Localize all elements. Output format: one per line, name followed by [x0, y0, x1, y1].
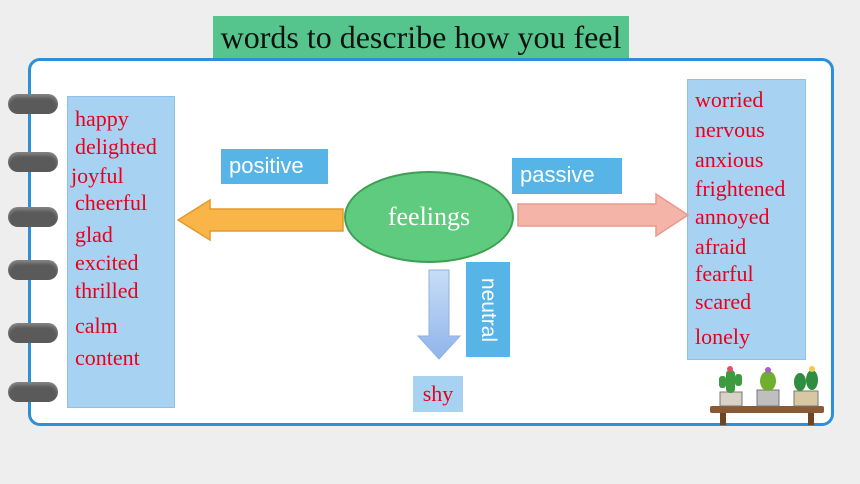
passive-word: worried [695, 87, 764, 112]
cactus-icon [719, 366, 743, 407]
binder-ring [8, 207, 58, 227]
passive-word: afraid [695, 234, 747, 259]
passive-label: passive [512, 158, 622, 194]
arrow-right-icon [517, 192, 690, 238]
feelings-ellipse: feelings [344, 171, 514, 263]
page-title: words to describe how you feel [213, 16, 629, 58]
binder-ring [8, 94, 58, 114]
positive-word: cheerful [75, 190, 148, 215]
passive-word: scared [695, 289, 752, 314]
binder-ring [8, 323, 58, 343]
neutral-label-text: neutral [477, 277, 500, 342]
positive-label: positive [221, 149, 328, 184]
arrow-left-icon [176, 198, 344, 242]
passive-word: anxious [695, 147, 764, 172]
positive-word: delighted [75, 134, 157, 159]
positive-word-box [67, 96, 175, 408]
positive-word: happy [75, 106, 129, 131]
cactus-icon [756, 367, 780, 407]
cactus-icon [793, 366, 819, 407]
passive-word: fearful [695, 261, 754, 286]
binder-ring [8, 260, 58, 280]
neutral-label: neutral [466, 262, 510, 357]
passive-word: nervous [695, 117, 765, 142]
binder-ring [8, 152, 58, 172]
positive-word: thrilled [75, 278, 139, 303]
passive-word-box [687, 79, 806, 360]
positive-word: excited [75, 250, 139, 275]
passive-word: lonely [695, 324, 750, 349]
positive-word: joyful [71, 163, 124, 188]
passive-word: annoyed [695, 204, 770, 229]
binder-ring [8, 382, 58, 402]
cactus-shelf-icon [710, 366, 824, 425]
positive-word: content [75, 345, 140, 370]
arrow-down-icon [416, 269, 462, 360]
neutral-word: shy [413, 376, 463, 412]
positive-word: calm [75, 313, 118, 338]
passive-word: frightened [695, 176, 786, 201]
positive-word: glad [75, 222, 113, 247]
